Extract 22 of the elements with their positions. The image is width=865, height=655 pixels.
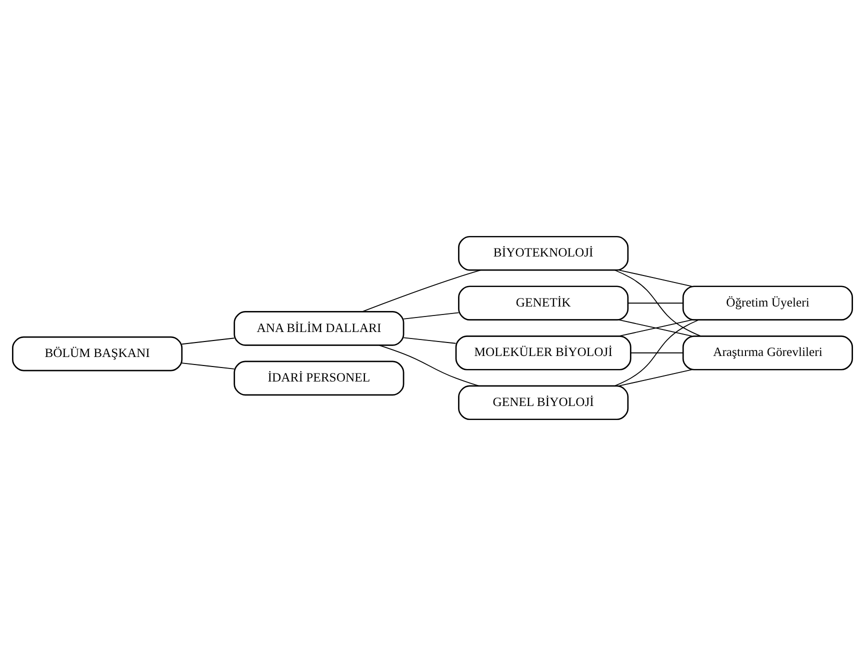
node-box: ANA BİLİM DALLARI	[234, 310, 404, 346]
connector	[628, 302, 684, 304]
connector	[181, 337, 235, 344]
node-box: BÖLÜM BAŞKANI	[12, 336, 183, 371]
connector	[403, 312, 460, 319]
connector	[618, 368, 692, 386]
connector	[618, 318, 692, 336]
connector	[362, 269, 482, 312]
connector	[378, 344, 480, 386]
connector	[630, 352, 684, 353]
node-box: Öğretim Üyeleri	[682, 285, 853, 320]
connector	[614, 269, 702, 336]
node-box: İDARİ PERSONEL	[234, 360, 404, 396]
connector	[618, 269, 692, 286]
node-box: BİYOTEKNOLOJİ	[458, 235, 629, 270]
connector	[181, 362, 235, 369]
connector	[614, 319, 699, 386]
node-box: MOLEKÜLER BİYOLOJİ	[455, 334, 632, 370]
node-box: GENEL BİYOLOJİ	[458, 384, 629, 420]
node-box: Araştırma Görevlileri	[682, 334, 853, 370]
node-box: GENETİK	[458, 285, 629, 320]
connector	[403, 336, 456, 344]
